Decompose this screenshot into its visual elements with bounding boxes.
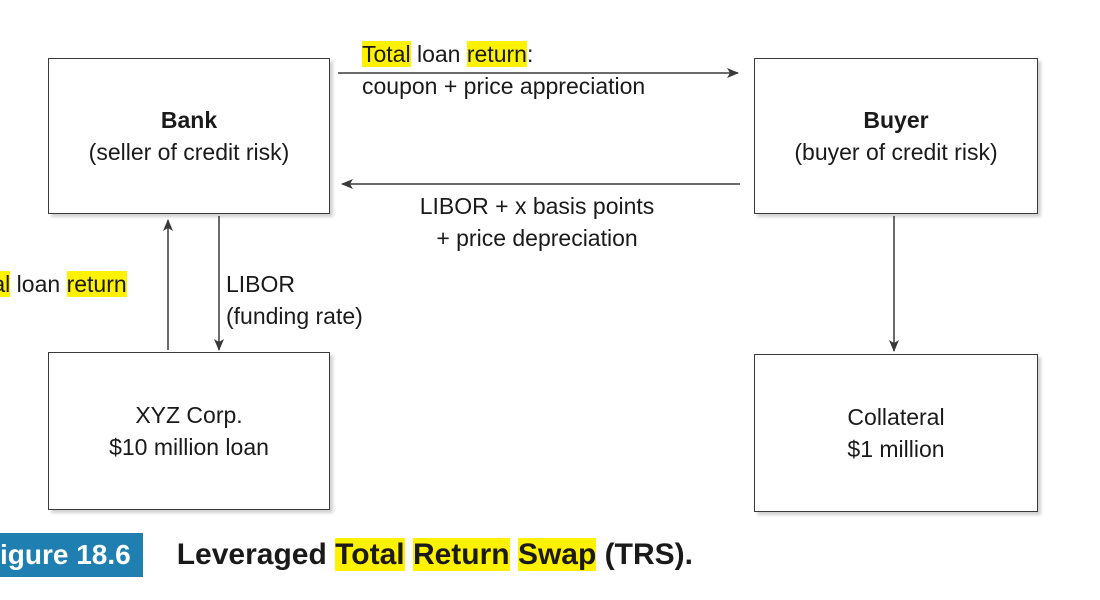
- collateral-line2: $1 million: [847, 436, 945, 462]
- buyer-subtitle: (buyer of credit risk): [794, 139, 998, 165]
- figure-caption: igure 18.6 Leveraged Total Return Swap (…: [0, 533, 693, 577]
- colon: :: [526, 41, 534, 67]
- caption-part1: Leveraged: [176, 538, 336, 571]
- highlight-return: return: [466, 41, 527, 67]
- xyz-line2: $10 million loan: [109, 434, 269, 460]
- buyer-box: Buyer (buyer of credit risk): [754, 58, 1038, 214]
- collateral-box: Collateral $1 million: [754, 354, 1038, 512]
- loan-word: loan: [410, 41, 467, 67]
- bank-subtitle: (seller of credit risk): [88, 139, 290, 165]
- figure-number: igure 18.6: [0, 539, 131, 570]
- bank-to-buyer-line1: Total loan return:: [362, 38, 645, 70]
- buyer-to-bank-label: LIBOR + x basis points + price depreciat…: [372, 190, 702, 254]
- buyer-title: Buyer: [863, 107, 929, 133]
- xyz-corp-box: XYZ Corp. $10 million loan: [48, 352, 330, 510]
- loan-word: loan: [10, 271, 67, 297]
- bank-box: Bank (seller of credit risk): [48, 58, 330, 214]
- caption-text: Leveraged Total Return Swap (TRS).: [177, 538, 693, 572]
- caption-part2: (TRS).: [596, 538, 693, 571]
- highlight-total: Total: [335, 538, 405, 571]
- collateral-line1: Collateral: [847, 404, 945, 430]
- libor-line2: (funding rate): [226, 303, 363, 329]
- bank-title: Bank: [160, 107, 218, 133]
- highlight-swap: Swap: [517, 538, 597, 571]
- bank-to-buyer-label: Total loan return: coupon + price apprec…: [362, 38, 645, 102]
- highlight-total-partial: tal: [0, 271, 11, 297]
- figure-number-badge: igure 18.6: [0, 533, 143, 577]
- buyer-to-bank-line1: LIBOR + x basis points: [419, 193, 655, 219]
- highlight-return: Return: [412, 538, 510, 571]
- bank-to-xyz-label: LIBOR (funding rate): [226, 268, 363, 332]
- libor-line1: LIBOR: [226, 271, 296, 297]
- xyz-line1: XYZ Corp.: [135, 402, 243, 428]
- xyz-to-bank-label: tal loan return: [0, 268, 127, 300]
- bank-to-buyer-line2: coupon + price appreciation: [362, 73, 646, 99]
- highlight-return: return: [66, 271, 127, 297]
- highlight-total: Total: [362, 41, 411, 67]
- buyer-to-bank-line2: + price depreciation: [436, 225, 638, 251]
